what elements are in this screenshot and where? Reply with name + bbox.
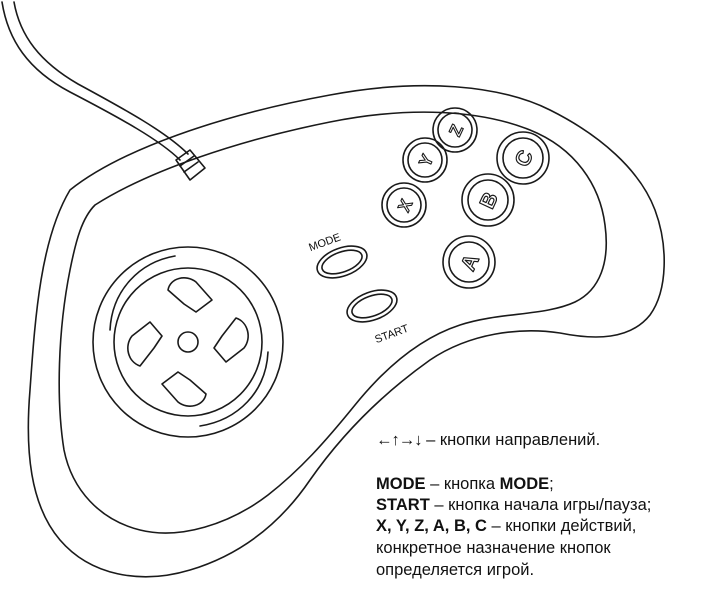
- button-b-label: B: [476, 189, 503, 212]
- gamepad-inner-outline: [58, 111, 607, 534]
- dpad[interactable]: [127, 277, 249, 407]
- button-y-label: Y: [415, 151, 437, 170]
- cable: [13, 1, 189, 155]
- dpad-up-arrow[interactable]: [167, 277, 213, 313]
- button-x[interactable]: X: [381, 182, 427, 228]
- cable-connector: [175, 149, 206, 181]
- button-a-label: A: [457, 251, 484, 274]
- legend-actions-line2: конкретное назначение кнопок: [376, 539, 611, 557]
- direction-arrows-icon: ←↑→↓: [376, 431, 422, 449]
- cable: [1, 1, 181, 161]
- dpad-well-outer: [92, 246, 284, 438]
- button-z-label: Z: [446, 122, 468, 139]
- legend-mode: MODE – кнопка MODE;: [376, 475, 554, 493]
- dpad-right-arrow[interactable]: [213, 317, 249, 363]
- start-button[interactable]: [343, 284, 401, 328]
- legend-actions: X, Y, Z, A, B, C – кнопки действий,: [376, 517, 637, 535]
- button-b[interactable]: B: [461, 173, 515, 227]
- legend-directions: ←↑→↓ – кнопки направлений.: [376, 431, 601, 449]
- mode-label: MODE: [307, 231, 342, 254]
- gamepad-body-outline: [27, 84, 665, 578]
- button-y[interactable]: Y: [402, 137, 448, 183]
- button-c-label: C: [511, 147, 538, 170]
- dpad-left-arrow[interactable]: [127, 321, 163, 367]
- dpad-well-inner: [113, 267, 263, 417]
- legend-start: START – кнопка начала игры/пауза;: [376, 496, 652, 514]
- mode-button[interactable]: [313, 240, 371, 284]
- dpad-center: [177, 331, 199, 353]
- button-x-label: X: [394, 196, 416, 215]
- legend-actions-line3: определяется игрой.: [376, 561, 535, 579]
- button-c[interactable]: C: [496, 131, 550, 185]
- start-label: START: [373, 323, 410, 346]
- dpad-down-arrow[interactable]: [161, 371, 207, 407]
- button-a[interactable]: A: [442, 235, 496, 289]
- button-z[interactable]: Z: [432, 107, 478, 153]
